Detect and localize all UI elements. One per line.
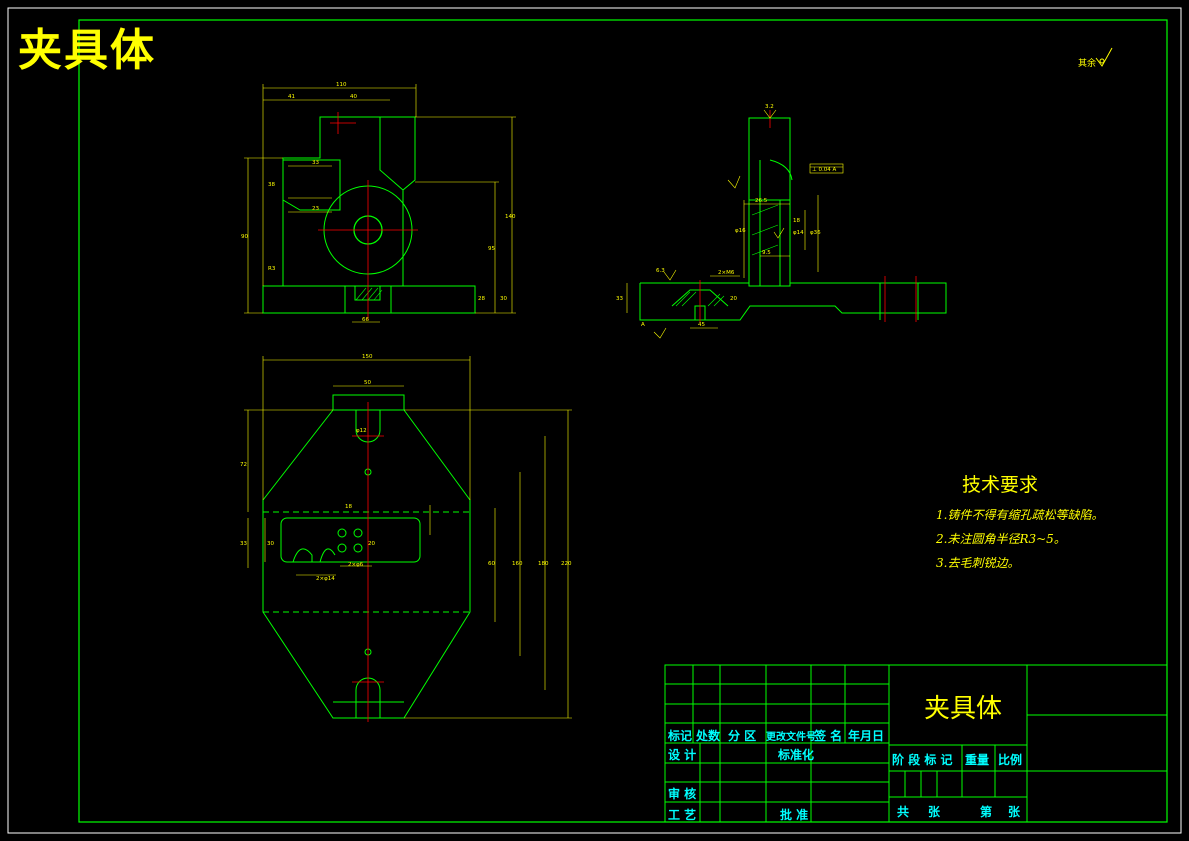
front-view-hatch — [355, 287, 383, 301]
dim-text: 220 — [561, 561, 572, 567]
title-block-label: 处数 — [696, 729, 721, 743]
dim-text: φ12 — [356, 428, 367, 434]
title-block-approve: 批 准 — [780, 808, 809, 822]
title-block-label: 签 名 — [814, 729, 843, 743]
dim-text: 3.2 — [765, 104, 774, 110]
side-view-centerlines — [699, 110, 917, 322]
dim-text: 95 — [488, 246, 495, 252]
dim-text: 30 — [267, 541, 274, 547]
dim-text: 90 — [241, 234, 248, 240]
roughness-note: 其余 — [1078, 57, 1096, 69]
dim-text: 6.3 — [656, 268, 665, 274]
tech-requirement-item: 1.铸件不得有缩孔疏松等缺陷。 — [936, 508, 1104, 522]
dim-text: A — [641, 322, 645, 328]
dim-text: 2×φ14 — [316, 576, 335, 582]
dim-text: 60 — [488, 561, 495, 567]
front-view — [262, 116, 476, 314]
title-block-sheets: 张 — [928, 805, 941, 819]
dim-text: 20 — [730, 296, 737, 302]
front-view-dim-text: 110 41 40 33 38 23 R3 90 140 95 28 30 66 — [241, 82, 516, 323]
title-block-label: 更改文件号 — [766, 732, 816, 743]
title-block-standardization: 标准化 — [778, 748, 815, 762]
dim-text: 140 — [505, 214, 516, 220]
drawing-title: 夹具体 — [18, 25, 156, 76]
top-view-dimensions — [244, 356, 572, 719]
title-block-weight: 重量 — [965, 753, 990, 767]
front-view-dimensions — [244, 84, 516, 323]
tech-requirements-heading: 技术要求 — [962, 474, 1039, 496]
title-block-process: 工 艺 — [668, 808, 697, 822]
title-block-sheet-no: 第 — [980, 805, 993, 819]
dim-text: ⊥ 0.04 A — [812, 167, 837, 173]
dim-text: 33 — [312, 160, 319, 166]
outer-frame — [7, 7, 1182, 834]
title-block-scale: 比例 — [998, 753, 1023, 767]
title-block-label: 分 区 — [728, 729, 757, 743]
dim-text: 33 — [616, 296, 623, 302]
dim-text: 40 — [350, 94, 357, 100]
title-block-label: 年月日 — [848, 729, 885, 743]
roughness-symbol: 其余 — [1078, 47, 1113, 69]
tech-requirement-item: 2.未注圆角半径R3~5。 — [936, 532, 1066, 546]
front-view-centerlines — [318, 112, 418, 320]
inner-frame — [78, 19, 1168, 823]
dim-text: 110 — [336, 82, 347, 88]
dim-text: 45 — [698, 322, 705, 328]
side-view-dimensions — [626, 109, 844, 339]
dim-text: 26.5 — [755, 198, 768, 204]
title-block-total: 共 — [897, 805, 910, 819]
side-view-dim-text: 3.2 ⊥ 0.04 A 26.5 φ16 φ36 φ14 18 9.5 2×M… — [616, 104, 837, 328]
dim-text: φ36 — [810, 230, 821, 236]
top-view — [262, 394, 471, 719]
title-block-part-name: 夹具体 — [924, 694, 1003, 724]
title-block-label: 标记 — [668, 729, 693, 743]
dim-text: 33 — [240, 541, 247, 547]
dim-text: 9.5 — [762, 250, 771, 256]
top-view-dim-text: 150 50 72 18 33 30 20 60 160 180 220 2×φ… — [240, 354, 572, 582]
title-block-review: 审 核 — [668, 787, 697, 801]
dim-text: φ14 — [793, 230, 804, 236]
title-block-grid — [664, 664, 1168, 823]
side-view — [639, 117, 947, 321]
dim-text: 28 — [478, 296, 485, 302]
title-block-stage-mark: 阶 段 标 记 — [892, 753, 953, 767]
dim-text: 18 — [793, 218, 800, 224]
tech-requirement-item: 3.去毛刺锐边。 — [936, 556, 1020, 570]
dim-text: 160 — [512, 561, 523, 567]
dim-text: 41 — [288, 94, 295, 100]
dim-text: φ16 — [735, 228, 746, 234]
title-block-sheets2: 张 — [1008, 805, 1021, 819]
dim-text: 23 — [312, 206, 319, 212]
dim-text: R3 — [268, 266, 276, 272]
dim-text: 72 — [240, 462, 247, 468]
dim-text: 38 — [268, 182, 275, 188]
dim-text: 20 — [368, 541, 375, 547]
top-view-centerlines — [352, 402, 384, 722]
side-view-hatch — [675, 204, 779, 307]
dim-text: 2×M6 — [718, 270, 735, 276]
dim-text: 66 — [362, 317, 369, 323]
dim-text: 180 — [538, 561, 549, 567]
dim-text: 150 — [362, 354, 373, 360]
dim-text: 2×φ6 — [348, 562, 364, 568]
dim-text: 50 — [364, 380, 371, 386]
dim-text: 30 — [500, 296, 507, 302]
title-block-design: 设 计 — [668, 748, 697, 762]
dim-text: 18 — [345, 504, 352, 510]
